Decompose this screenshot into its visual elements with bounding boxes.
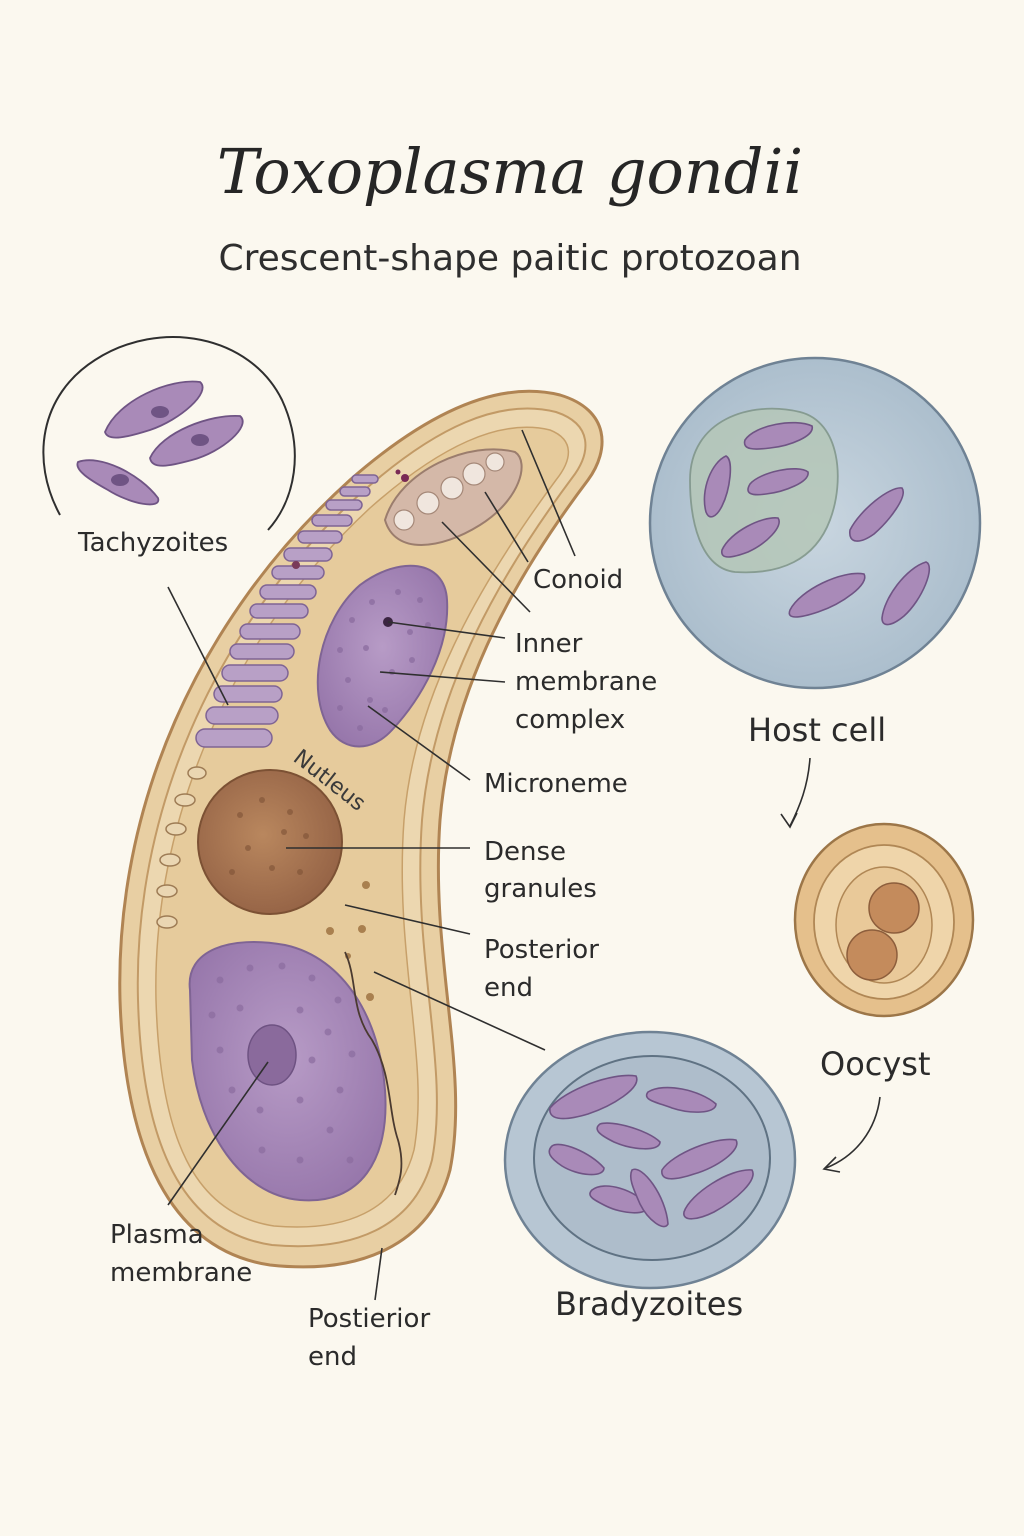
host-cell <box>648 356 982 690</box>
bradyzoite-cells <box>548 1074 754 1228</box>
dense-granule-dots <box>156 766 207 929</box>
label-postierior-end-2: end <box>308 1342 357 1372</box>
page-title: Toxoplasma gondii <box>217 135 803 208</box>
label-dense-granules-1: Dense <box>484 837 566 867</box>
page-subtitle: Crescent-shape paitic protozoan <box>218 238 801 279</box>
label-bradyzoites: Bradyzoites <box>555 1285 743 1323</box>
label-plasma-membrane-2: membrane <box>110 1258 252 1288</box>
arrow-head-2 <box>822 1156 841 1173</box>
nucleus <box>197 769 343 915</box>
label-oocyst: Oocyst <box>820 1045 931 1083</box>
label-conoid: Conoid <box>533 565 623 595</box>
filament <box>344 951 403 1196</box>
leader-lines <box>167 429 576 1301</box>
conoid-organelle <box>383 448 523 546</box>
oocyst <box>793 822 975 1018</box>
label-microneme: Microneme <box>484 769 628 799</box>
parasite-cell <box>118 389 604 1269</box>
label-dense-granules-2: granules <box>484 874 597 904</box>
bradyzoites-cyst <box>503 1030 797 1290</box>
lamellae-stack <box>195 474 379 748</box>
label-postierior-end-1: Postierior <box>308 1304 430 1334</box>
label-posterior-end-2: end <box>484 973 533 1003</box>
label-inner-membrane-3: complex <box>515 705 625 735</box>
label-inner-membrane-1: Inner <box>515 629 583 659</box>
label-posterior-end-1: Posterior <box>484 935 599 965</box>
arrow-oocyst-to-bradyzoites <box>825 1096 881 1169</box>
tachyzoites-inset <box>42 336 296 531</box>
microneme-body <box>316 564 449 748</box>
label-host-cell: Host cell <box>748 711 886 749</box>
lower-organelle <box>188 941 387 1202</box>
tachyzoite-cells <box>76 380 244 506</box>
arrow-host-to-oocyst <box>789 757 811 827</box>
label-tachyzoites: Tachyzoites <box>77 528 228 558</box>
label-plasma-membrane-1: Plasma <box>110 1220 204 1250</box>
host-parasites <box>703 421 931 626</box>
small-granules <box>326 881 374 1001</box>
label-inner-membrane-2: membrane <box>515 667 657 697</box>
arrow-head-1 <box>780 812 798 829</box>
